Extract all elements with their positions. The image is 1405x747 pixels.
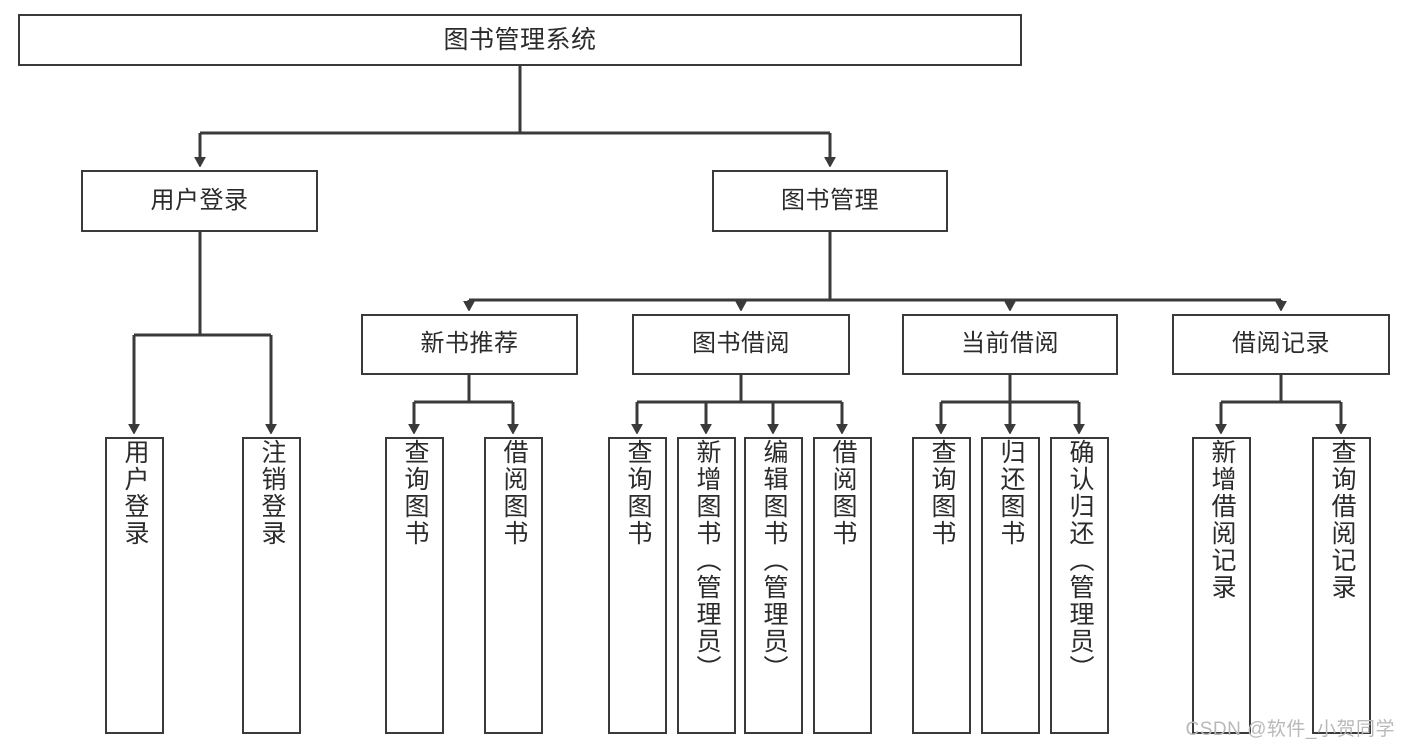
node-label: 图书借阅	[692, 330, 790, 358]
leaf-user-login[interactable]: 用户登录	[105, 437, 164, 734]
node-label: 图书管理系统	[443, 26, 597, 54]
node-label: 归还图书	[997, 439, 1025, 547]
node-new-book-recommend[interactable]: 新书推荐	[361, 314, 578, 375]
leaf-logout[interactable]: 注销登录	[242, 437, 301, 734]
node-label: 确认归还（管理员）	[1066, 439, 1094, 682]
node-label: 查询借阅记录	[1328, 439, 1356, 601]
node-label: 图书管理	[781, 186, 879, 214]
leaf-add-borrow-record[interactable]: 新增借阅记录	[1192, 437, 1251, 734]
node-book-management[interactable]: 图书管理	[712, 170, 948, 232]
node-current-borrow[interactable]: 当前借阅	[902, 314, 1118, 375]
node-label: 新增借阅记录	[1208, 439, 1236, 601]
leaf-borrow-book-2[interactable]: 借阅图书	[813, 437, 872, 734]
node-label: 编辑图书（管理员）	[760, 439, 788, 682]
leaf-borrow-book-1[interactable]: 借阅图书	[484, 437, 543, 734]
node-root-system[interactable]: 图书管理系统	[18, 14, 1022, 66]
leaf-edit-book[interactable]: 编辑图书（管理员）	[744, 437, 803, 734]
node-borrow-record[interactable]: 借阅记录	[1172, 314, 1390, 375]
node-label: 新书推荐	[420, 330, 519, 358]
leaf-query-book-1[interactable]: 查询图书	[385, 437, 444, 734]
leaf-confirm-return[interactable]: 确认归还（管理员）	[1050, 437, 1109, 734]
node-user-login[interactable]: 用户登录	[81, 170, 318, 232]
node-label: 借阅图书	[829, 439, 857, 547]
node-book-borrow[interactable]: 图书借阅	[632, 314, 850, 375]
csdn-watermark: CSDN @软件_小贺同学	[1185, 719, 1395, 740]
node-label: 查询图书	[401, 439, 429, 547]
node-label: 查询图书	[624, 439, 652, 547]
node-label: 新增图书（管理员）	[693, 439, 721, 682]
node-label: 用户登录	[150, 186, 249, 214]
node-label: 查询图书	[928, 439, 956, 547]
leaf-return-book[interactable]: 归还图书	[981, 437, 1040, 734]
leaf-query-book-2[interactable]: 查询图书	[608, 437, 667, 734]
leaf-query-book-3[interactable]: 查询图书	[912, 437, 971, 734]
leaf-add-book[interactable]: 新增图书（管理员）	[677, 437, 736, 734]
node-label: 借阅记录	[1232, 330, 1330, 358]
node-label: 借阅图书	[500, 439, 528, 547]
leaf-query-borrow-record[interactable]: 查询借阅记录	[1312, 437, 1371, 734]
node-label: 注销登录	[258, 439, 286, 547]
node-label: 当前借阅	[961, 330, 1059, 358]
node-label: 用户登录	[121, 439, 149, 547]
